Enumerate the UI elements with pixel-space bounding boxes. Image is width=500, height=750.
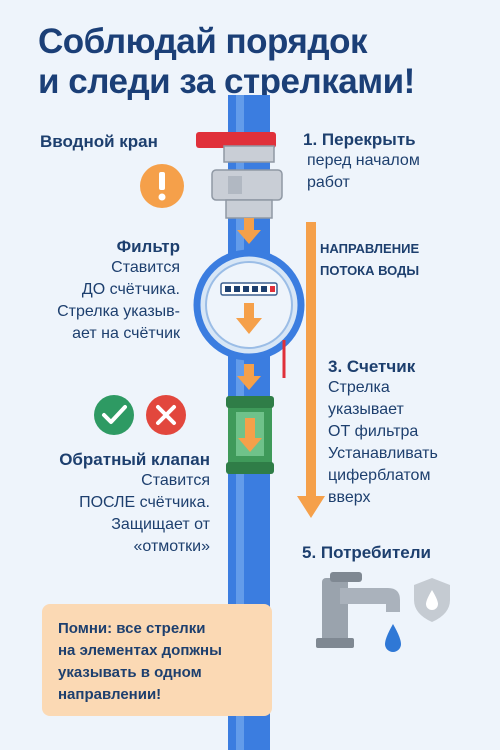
meter-line-4: Устанавливать bbox=[328, 445, 438, 462]
note-line-1: Помни: все стрелки bbox=[58, 620, 206, 637]
note-line-3: указывать в одном bbox=[58, 664, 202, 681]
filter-line-1: Ставится bbox=[111, 259, 180, 276]
note-line-4: направлении! bbox=[58, 686, 162, 703]
flow-direction-arrow bbox=[297, 222, 325, 518]
note-line-2: на элементах допжны bbox=[58, 642, 222, 659]
filter-label: Фильтр bbox=[116, 237, 180, 256]
reminder-note: Помни: все стрелки на элементах допжны у… bbox=[42, 604, 272, 716]
consumers-label: 5. Потребители bbox=[302, 543, 432, 562]
meter-block: 3. Счетчик Стрелка указывает ОТ фильтра … bbox=[328, 357, 496, 509]
shield-drop-icon bbox=[414, 578, 450, 622]
step1-line-2: работ bbox=[307, 174, 350, 191]
pipe-arrow-2 bbox=[237, 364, 261, 390]
meter-line-1: Стрелка bbox=[328, 379, 390, 396]
title-line-1: Соблюдай порядок bbox=[38, 22, 367, 61]
check-valve-label: Обратный клапан bbox=[59, 450, 210, 469]
check-valve-line-4: «отмотки» bbox=[133, 538, 210, 555]
valve-handle bbox=[196, 132, 276, 148]
meter-line-3: ОТ фильтра bbox=[328, 423, 419, 440]
flow-label-line-1: НАПРАВЛЕНИЕ bbox=[320, 241, 420, 256]
filter-line-3: Стрелка указыв- bbox=[57, 303, 180, 320]
check-valve bbox=[226, 396, 274, 474]
meter-title: 3. Счетчик bbox=[328, 357, 416, 376]
filter-line-4: ает на счётчик bbox=[72, 325, 180, 342]
cross-icon bbox=[146, 395, 186, 435]
flow-label-line-2: ПОТОКА ВОДЫ bbox=[320, 263, 420, 278]
inlet-valve-label: Вводной кран bbox=[40, 132, 158, 151]
filter-line-2: ДО счётчика. bbox=[81, 281, 180, 298]
meter-line-5: циферблатом bbox=[328, 467, 431, 484]
page-title: Соблюдай порядок и следи за стрелками! bbox=[38, 22, 488, 102]
checkmark-icon bbox=[94, 395, 134, 435]
meter-line-6: вверх bbox=[328, 489, 371, 506]
check-valve-line-1: Ставится bbox=[141, 472, 210, 489]
check-valve-block: Обратный клапан Ставится ПОСЛЕ счётчика.… bbox=[10, 450, 210, 558]
check-valve-line-2: ПОСЛЕ счётчика. bbox=[79, 494, 210, 511]
water-meter bbox=[193, 249, 305, 378]
check-valve-line-3: Защищает от bbox=[111, 516, 210, 533]
water-drop-icon bbox=[385, 624, 401, 652]
step1-line-1: перед началом bbox=[307, 152, 420, 169]
inlet-valve bbox=[196, 132, 283, 219]
flow-direction-label: НАПРАВЛЕНИЕ ПОТОКА ВОДЫ bbox=[320, 238, 490, 282]
meter-line-2: указывает bbox=[328, 401, 404, 418]
step1-title: 1. Перекрыть bbox=[303, 130, 416, 149]
title-line-2: и следи за стрелками! bbox=[38, 62, 415, 101]
filter-block: Фильтр Ставится ДО счётчика. Стрелка ука… bbox=[10, 237, 180, 345]
exclamation-icon bbox=[140, 164, 184, 208]
faucet-icon bbox=[316, 572, 400, 648]
pipe-arrow-1 bbox=[237, 218, 261, 244]
step1-block: 1. Перекрыть перед началом работ bbox=[303, 130, 493, 194]
